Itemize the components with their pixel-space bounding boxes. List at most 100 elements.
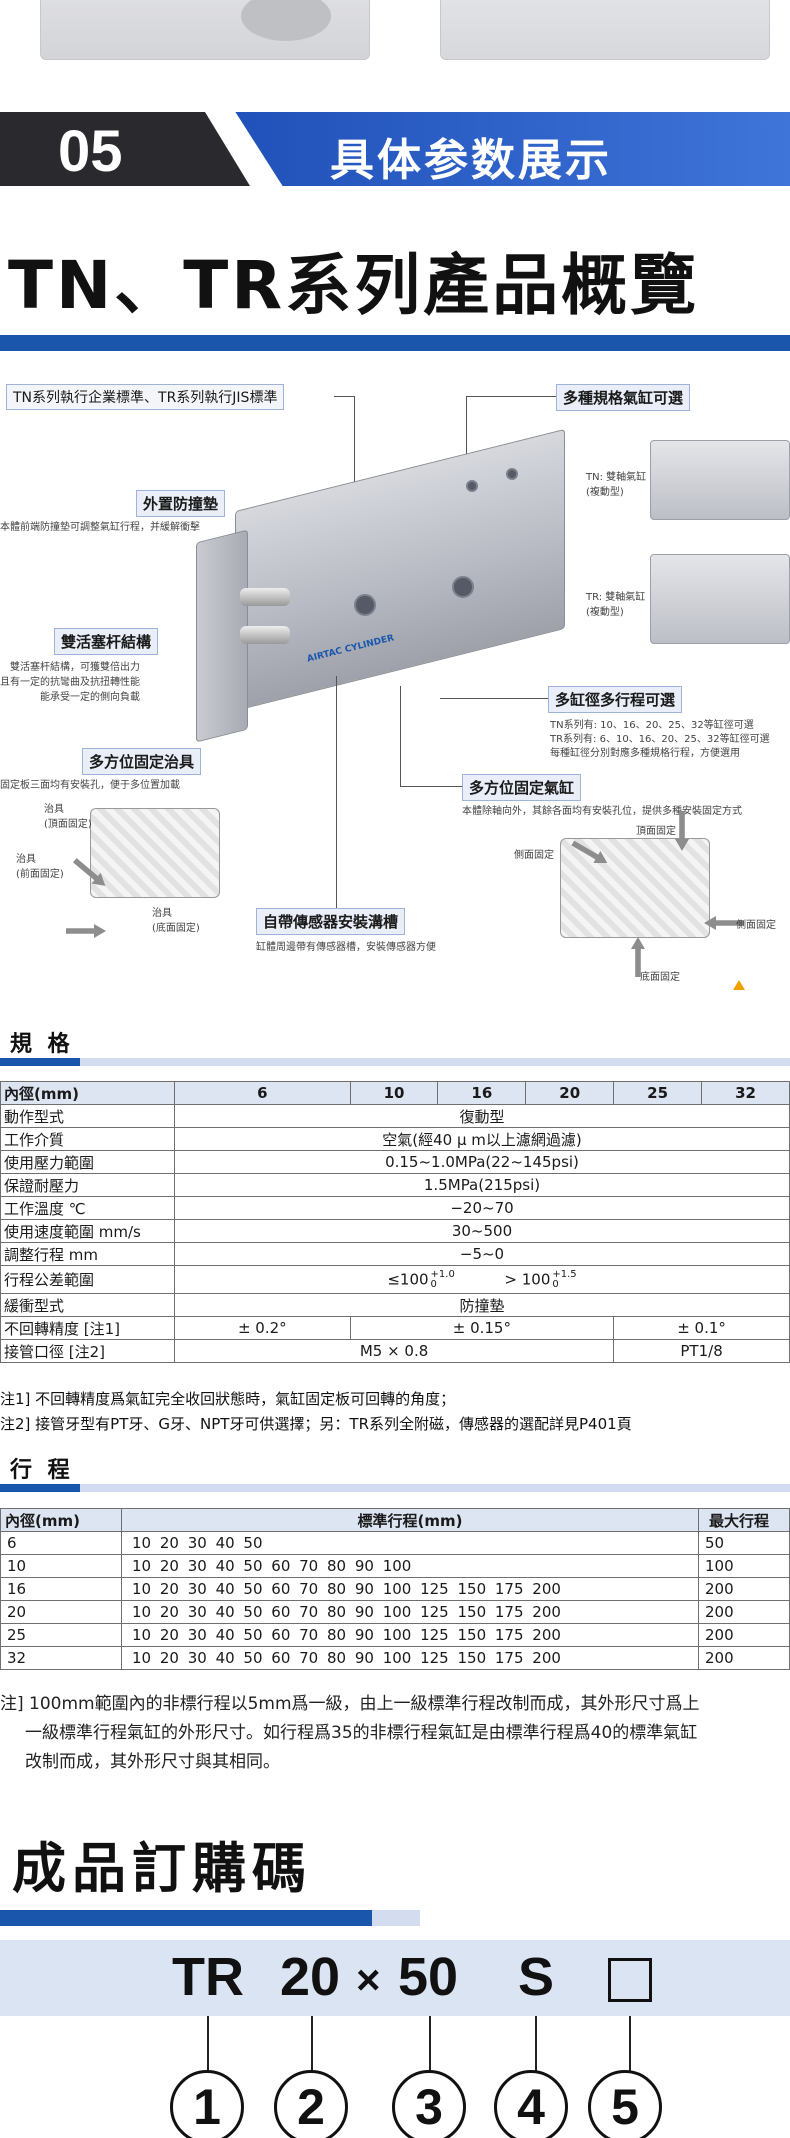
stroke-note-line-1: 注] 100mm範圍內的非標行程以5mm爲一級，由上一級標準行程改制而成，其外形…	[0, 1694, 700, 1714]
caption-multi-bore-1: TN系列有: 10、16、20、25、32等缸徑可選	[550, 720, 754, 731]
spec-value: −20~70	[174, 1196, 790, 1220]
stroke-values: 10 20 30 40 50 60 70 80 90 100 125 150 1…	[121, 1646, 699, 1670]
mounting-hole	[506, 468, 518, 480]
stroke-note: 注] 100mm範圍內的非標行程以5mm爲一級，由上一級標準行程改制而成，其外形…	[0, 1690, 790, 1777]
code-series: TR	[172, 1947, 244, 2007]
tn-thumbnail	[650, 440, 790, 520]
spec-note-1: 注1] 不回轉精度爲氣缸完全收回狀態時，氣缸固定板可回轉的角度；	[0, 1390, 456, 1408]
stroke-max: 200	[698, 1600, 790, 1624]
banner-blue-block	[235, 112, 790, 186]
tr-thumbnail	[650, 554, 790, 644]
caption-top-fixed: 頂面固定	[636, 826, 676, 837]
label-multi-bore: 多缸徑多行程可選	[548, 686, 683, 713]
spec-label: 使用壓力範圍	[0, 1150, 175, 1174]
table-header: 內徑(mm)	[0, 1081, 175, 1105]
table-header: 標準行程(mm)	[121, 1508, 699, 1532]
code-marker-2: 2	[274, 2070, 348, 2138]
code-bore: 20	[280, 1947, 341, 2007]
leader-line	[400, 686, 401, 786]
section-banner: 05 具体参数展示	[0, 112, 790, 186]
stroke-values: 10 20 30 40 50 60 70 80 90 100 125 150 1…	[121, 1600, 699, 1624]
product-photo-left	[40, 0, 370, 60]
caption-fixed-cylinder: 本體除軸向外，其餘各面均有安裝孔位，提供多種安裝固定方式	[462, 806, 742, 817]
code-marker-4: 4	[494, 2070, 568, 2138]
spec-label: 接管口徑 [注2]	[0, 1339, 175, 1363]
code-marker-3: 3	[392, 2070, 466, 2138]
table-row: 動作型式復動型	[0, 1104, 790, 1128]
spec-label: 行程公差範圍	[0, 1265, 175, 1294]
mounting-hole	[466, 480, 478, 492]
code-leader-1	[207, 2016, 209, 2072]
top-product-photo	[0, 0, 790, 74]
label-fixed-cylinder: 多方位固定氣缸	[462, 774, 582, 801]
caption-multi-bore-2: TR系列有: 6、10、16、20、25、32等缸徑可選	[550, 734, 770, 745]
mounting-hole	[354, 594, 376, 616]
code-marker-1: 1	[170, 2070, 244, 2138]
overview-title: TN、TR系列產品概覽	[8, 247, 700, 324]
label-multi-spec: 多種規格氣缸可選	[556, 384, 691, 411]
stroke-values: 10 20 30 40 50 60 70 80 90 100	[121, 1554, 699, 1578]
piston-rod	[240, 626, 290, 644]
leader-line	[400, 786, 462, 787]
spec-note-2: 注2] 接管牙型有PT牙、G牙、NPT牙可供選擇；另：TR系列全附磁，傳感器的選…	[0, 1415, 632, 1433]
stroke-max: 100	[698, 1554, 790, 1578]
table-row: 調整行程 mm−5~0	[0, 1242, 790, 1266]
banner-number: 05	[58, 119, 123, 184]
table-header: 6	[174, 1081, 351, 1105]
table-header: 內徑(mm)	[0, 1508, 122, 1532]
tolerance-b: > 100	[504, 1270, 551, 1288]
stroke-max: 200	[698, 1646, 790, 1670]
leader-line	[354, 396, 355, 506]
tolerance-a-sub: 0	[430, 1278, 437, 1290]
stroke-values: 10 20 30 40 50 60 70 80 90 100 125 150 1…	[121, 1623, 699, 1647]
spec-value: M5 × 0.8	[173, 1339, 615, 1363]
order-code-band	[0, 1940, 790, 2016]
table-row: 內徑(mm) 6 10 16 20 25 32	[0, 1081, 790, 1105]
stroke-note-line-3: 改制而成，其外形尺寸與其相同。	[25, 1752, 280, 1772]
code-leader-3	[429, 2016, 431, 2072]
caption-tn-type: TN: 雙軸氣缸 (複動型)	[586, 472, 647, 498]
table-header: 16	[437, 1081, 527, 1105]
product-photo-right	[440, 0, 770, 60]
stroke-bore: 32	[0, 1646, 122, 1670]
overview-title-rule	[0, 335, 790, 351]
caption-double-rod-1: 雙活塞杆結構，可獲雙倍出力	[10, 662, 140, 673]
caption-side-fixed: 側面固定	[514, 850, 554, 861]
caption-side-fixed-2: 側面固定	[736, 920, 776, 931]
tolerance-a: ≤100	[387, 1270, 429, 1288]
stroke-bore: 16	[0, 1577, 122, 1601]
order-title-rule	[0, 1910, 420, 1926]
spec-value: −5~0	[174, 1242, 790, 1266]
spec-title-rule	[0, 1058, 790, 1066]
caption-fixture: 固定板三面均有安裝孔，便于多位置加載	[0, 780, 180, 791]
table-header: 最大行程	[698, 1508, 790, 1532]
cylinder-mount-drawing	[560, 838, 710, 938]
spec-value: 防撞墊	[174, 1293, 790, 1317]
product-diagram: TN系列執行企業標準、TR系列執行JIS標準 多種規格氣缸可選 外置防撞墊 本體…	[0, 376, 790, 996]
spec-label: 工作介質	[0, 1127, 175, 1151]
spec-label: 不回轉精度 [注1]	[0, 1316, 175, 1340]
stroke-bore: 20	[0, 1600, 122, 1624]
stroke-values: 10 20 30 40 50 60 70 80 90 100 125 150 1…	[121, 1577, 699, 1601]
spec-table: 內徑(mm) 6 10 16 20 25 32 動作型式復動型 工作介質空氣(經…	[0, 1081, 790, 1363]
banner-dark-block	[0, 112, 250, 186]
label-fixture: 多方位固定治具	[82, 748, 202, 775]
table-header: 32	[701, 1081, 790, 1105]
code-stroke: 50	[398, 1947, 459, 2007]
stroke-bore: 25	[0, 1623, 122, 1647]
table-header: 20	[525, 1081, 615, 1105]
caption-fixture-top: 治具 (頂面固定)	[44, 804, 92, 830]
stroke-max: 50	[698, 1531, 790, 1555]
table-row: 工作介質空氣(經40 μ m以上濾網過濾)	[0, 1127, 790, 1151]
mounting-hole	[452, 576, 474, 598]
stroke-max: 200	[698, 1623, 790, 1647]
caption-double-rod-3: 能承受一定的側向負載	[40, 692, 140, 703]
spec-value: PT1/8	[613, 1339, 790, 1363]
stroke-bore: 6	[0, 1531, 122, 1555]
